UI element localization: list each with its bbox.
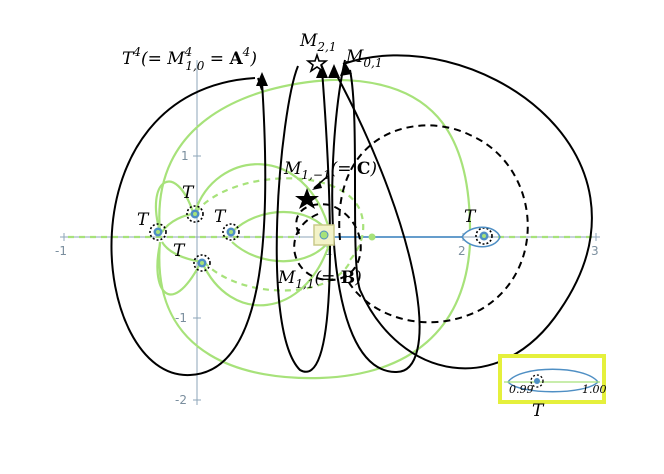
base-point-dot: [319, 230, 329, 240]
label-T-left-top: T: [182, 183, 195, 203]
t-marker-left-top: [186, 205, 204, 223]
y-tick-label-1: 1: [181, 149, 189, 163]
base-point-box: [313, 224, 376, 246]
green-outer-bottom-curve: [158, 241, 472, 380]
green-left-link-top: [161, 212, 194, 233]
t-markers: [149, 205, 501, 272]
label-T-left: T: [137, 210, 150, 230]
black-dashed-M11-loop: [293, 204, 362, 282]
arrowhead-M01-a: [328, 64, 340, 78]
x-tick-label-neg1: -1: [55, 244, 67, 258]
x-tick-label-2: 2: [458, 244, 466, 258]
x-tick-label-3: 3: [591, 244, 599, 258]
label-M21: M2,1: [299, 31, 337, 54]
y-tick-label-neg1: -1: [175, 311, 187, 325]
green-core-bottom-curve: [231, 239, 331, 263]
label-M11: M1,1(= B): [277, 268, 362, 291]
green-left-lobe-top: [154, 180, 195, 233]
green-inner-bottom-curve: [200, 241, 332, 307]
green-point-right: [368, 233, 376, 241]
t-marker-right: [475, 227, 493, 245]
label-T-left-bottom: T: [173, 241, 186, 261]
C-pointer-arrowhead: [312, 182, 322, 190]
black-dashed-right-loop: [338, 124, 529, 324]
black-loop-M01-inner: [331, 59, 421, 374]
t-marker-left-bottom: [193, 254, 211, 272]
black-loop-M21: [275, 65, 331, 373]
inset-label-T: T: [532, 401, 545, 421]
green-inner-top-curve: [193, 163, 332, 233]
inset-frame: [498, 354, 606, 404]
inset-point: [534, 378, 540, 384]
filled-star-C: [295, 188, 319, 209]
hollow-star-M21: [305, 52, 329, 73]
label-T-mid: T: [214, 207, 227, 227]
green-outer-top-curve: [158, 78, 472, 233]
inset-tick-a: 0.99: [509, 383, 534, 396]
green-left-lobe-bottom: [156, 243, 201, 296]
t-marker-mid: [222, 223, 240, 241]
y-tick-label-neg2: -2: [175, 393, 187, 407]
inset-tick-b: 1.00: [582, 383, 607, 396]
arrowhead-M01-b: [340, 62, 352, 76]
black-loop-T4: [110, 77, 267, 377]
arrowhead-T4: [256, 72, 268, 86]
x-tick-label-1: 1: [325, 244, 333, 258]
label-M01: M0,1: [345, 47, 383, 70]
black-dashed-C-loop: [295, 203, 331, 236]
label-T-right: T: [464, 207, 477, 227]
inset-zoom: 0.99 1.00 T: [498, 354, 607, 421]
black-dashed-loops: [293, 124, 529, 324]
t-marker-left: [149, 223, 167, 241]
t-marker-right-blue-loop: [461, 226, 501, 248]
label-M1m1: M1,−1(= C): [283, 159, 377, 182]
inset-dotted-ring: [530, 374, 544, 388]
green-dashed-lower-loop: [203, 261, 351, 292]
